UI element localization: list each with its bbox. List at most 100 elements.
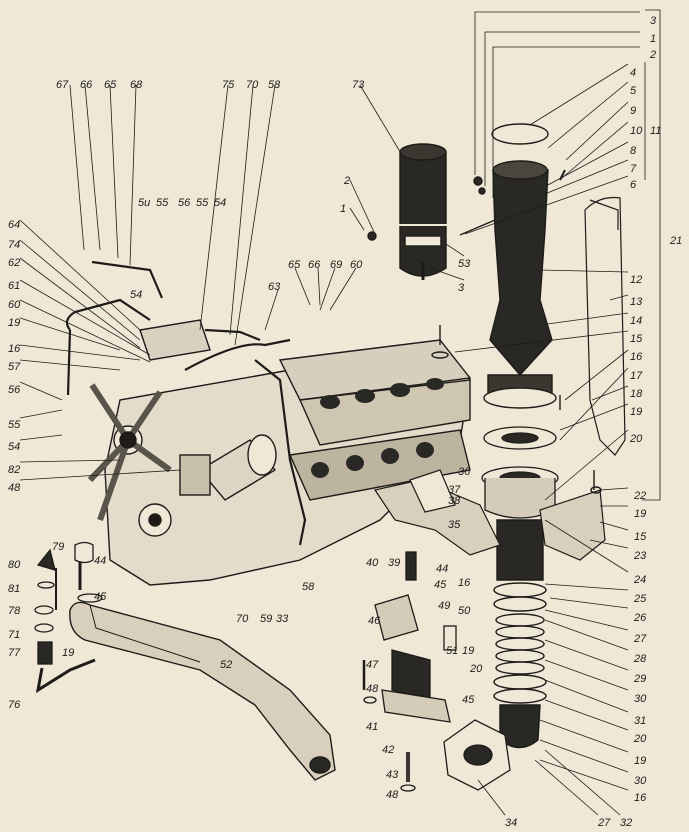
callout-label: 69 <box>330 259 343 271</box>
air-filter <box>398 143 448 280</box>
leader-lines <box>19 9 661 816</box>
exhaust-bracket <box>374 469 606 561</box>
callout-label: 55 <box>8 419 21 431</box>
callout-label: 57 <box>8 361 21 373</box>
callout-label: 73 <box>352 79 365 91</box>
callout-label: 42 <box>382 744 395 756</box>
callout-label: 41 <box>366 721 379 733</box>
callout-label: 19 <box>62 647 75 659</box>
callout-label: 15 <box>630 333 643 345</box>
callout-label: 38 <box>448 495 461 507</box>
callout-label: 25 <box>634 593 647 605</box>
callout-label: 61 <box>8 280 21 292</box>
callout-label: 9 <box>630 105 637 117</box>
callout-label: 30 <box>634 693 647 705</box>
callout-label: 32 <box>620 817 633 829</box>
callout-label: 16 <box>630 351 643 363</box>
callout-label: 30 <box>634 775 647 787</box>
callout-label: 64 <box>8 219 21 231</box>
callout-label: 48 <box>8 482 21 494</box>
flange-34 <box>443 719 511 791</box>
callout-label: 59 <box>260 613 273 625</box>
callout-label: 1 <box>650 33 657 45</box>
callout-label: 53 <box>458 258 471 270</box>
callout-label: 44 <box>94 555 107 567</box>
callout-label: 40 <box>366 557 379 569</box>
callout-label: 7 <box>630 163 637 175</box>
callout-label: 20 <box>470 663 483 675</box>
callout-label: 15 <box>634 531 647 543</box>
callout-label: 46 <box>368 615 381 627</box>
callout-label: 12 <box>630 274 643 286</box>
callout-label: 3 <box>458 282 465 294</box>
callout-label: 45 <box>94 591 107 603</box>
callout-label: 8 <box>630 145 637 157</box>
callout-label: 47 <box>366 659 379 671</box>
callout-label: 62 <box>8 257 21 269</box>
callout-label: 3 <box>650 15 657 27</box>
callout-label: 34 <box>505 817 518 829</box>
callout-label: 52 <box>220 659 233 671</box>
callout-label: 45 <box>434 579 447 591</box>
callout-label: 1 <box>340 203 347 215</box>
callout-label: 50 <box>458 605 471 617</box>
callout-label: 26 <box>634 612 647 624</box>
callout-label: 65 <box>104 79 117 91</box>
callout-label: 27 <box>598 817 611 829</box>
callout-label: 70 <box>236 613 249 625</box>
callout-label: 4 <box>630 67 637 79</box>
callout-label: 31 <box>634 715 647 727</box>
callout-label: 74 <box>8 239 21 251</box>
callout-label: 56 <box>8 384 21 396</box>
callout-label: 71 <box>8 629 21 641</box>
fuel-lines <box>65 260 307 546</box>
callout-label: 17 <box>630 370 643 382</box>
callout-label: 19 <box>8 317 21 329</box>
callout-label: 54 <box>8 441 21 453</box>
callout-label: 33 <box>276 613 289 625</box>
callout-label: 2 <box>344 175 351 187</box>
callout-label: 43 <box>386 769 399 781</box>
callout-label: 54 <box>130 289 143 301</box>
callout-label: 44 <box>436 563 449 575</box>
callout-label: 60 <box>8 299 21 311</box>
callout-label: 81 <box>8 583 21 595</box>
callout-label: 14 <box>630 315 643 327</box>
callout-label: 54 <box>214 197 227 209</box>
engine-block <box>87 319 472 586</box>
callout-label: 60 <box>350 259 363 271</box>
callout-label: 70 <box>246 79 259 91</box>
callout-label: 39 <box>388 557 401 569</box>
callout-label: 18 <box>630 388 643 400</box>
callout-label: 55 <box>156 197 169 209</box>
intake-pipe <box>483 123 557 409</box>
callout-label: 82 <box>8 464 21 476</box>
callout-label: 16 <box>634 792 647 804</box>
callout-label: 10 <box>630 125 643 137</box>
muffler-assembly <box>493 519 547 749</box>
callout-label: 13 <box>630 296 643 308</box>
callout-label: 5 <box>630 85 637 97</box>
callout-label: 58 <box>268 79 281 91</box>
callout-label: 23 <box>634 550 647 562</box>
drain-parts <box>34 541 103 694</box>
callout-label: 20 <box>630 433 643 445</box>
engine-mount <box>362 551 457 792</box>
callout-label: 24 <box>634 574 647 586</box>
callout-label: 19 <box>634 755 647 767</box>
callout-label: 56 <box>178 197 191 209</box>
callout-label: 48 <box>386 789 399 801</box>
callout-label: 20 <box>634 733 647 745</box>
callout-label: 37 <box>448 484 461 496</box>
callout-label: 19 <box>462 645 475 657</box>
callout-label: 75 <box>222 79 235 91</box>
callout-label: 65 <box>288 259 301 271</box>
callout-label: 66 <box>80 79 93 91</box>
callout-label: 22 <box>634 490 647 502</box>
callout-label: 2 <box>650 49 657 61</box>
callout-label: 16 <box>458 577 471 589</box>
callout-label: 48 <box>366 683 379 695</box>
callout-label: 29 <box>634 673 647 685</box>
